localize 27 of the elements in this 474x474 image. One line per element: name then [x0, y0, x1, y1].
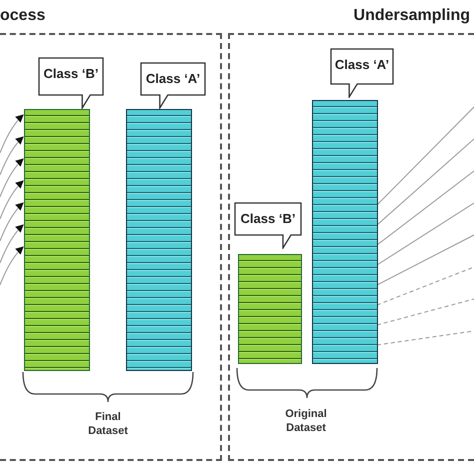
dataset-label: Final Dataset: [87, 410, 129, 438]
class-label: Class ‘A’: [334, 57, 390, 72]
arrow: [0, 180, 24, 220]
arrow: [0, 246, 24, 286]
class-label: Class ‘B’: [240, 211, 296, 226]
data-bar: [24, 109, 90, 371]
data-bar: [312, 100, 378, 364]
arrow: [0, 136, 24, 176]
connector-line: [376, 234, 474, 286]
connector-line: [376, 106, 474, 206]
class-label: Class ‘A’: [144, 71, 202, 86]
panel-heading: Undersampling: [354, 7, 470, 25]
arrow: [0, 114, 24, 154]
connector-line: [376, 266, 474, 306]
connector-line: [376, 170, 474, 246]
connector-line: [376, 330, 474, 346]
class-label: Class ‘B’: [42, 66, 100, 81]
arrow: [0, 202, 24, 242]
connector-line: [376, 138, 474, 226]
arrow: [0, 224, 24, 264]
data-bar: [238, 254, 302, 364]
data-bar: [126, 109, 192, 371]
dataset-label: Original Dataset: [284, 407, 328, 435]
panel-heading: ocess: [0, 7, 46, 25]
connector-line: [376, 298, 474, 326]
arrow: [0, 158, 24, 198]
connector-line: [376, 202, 474, 266]
